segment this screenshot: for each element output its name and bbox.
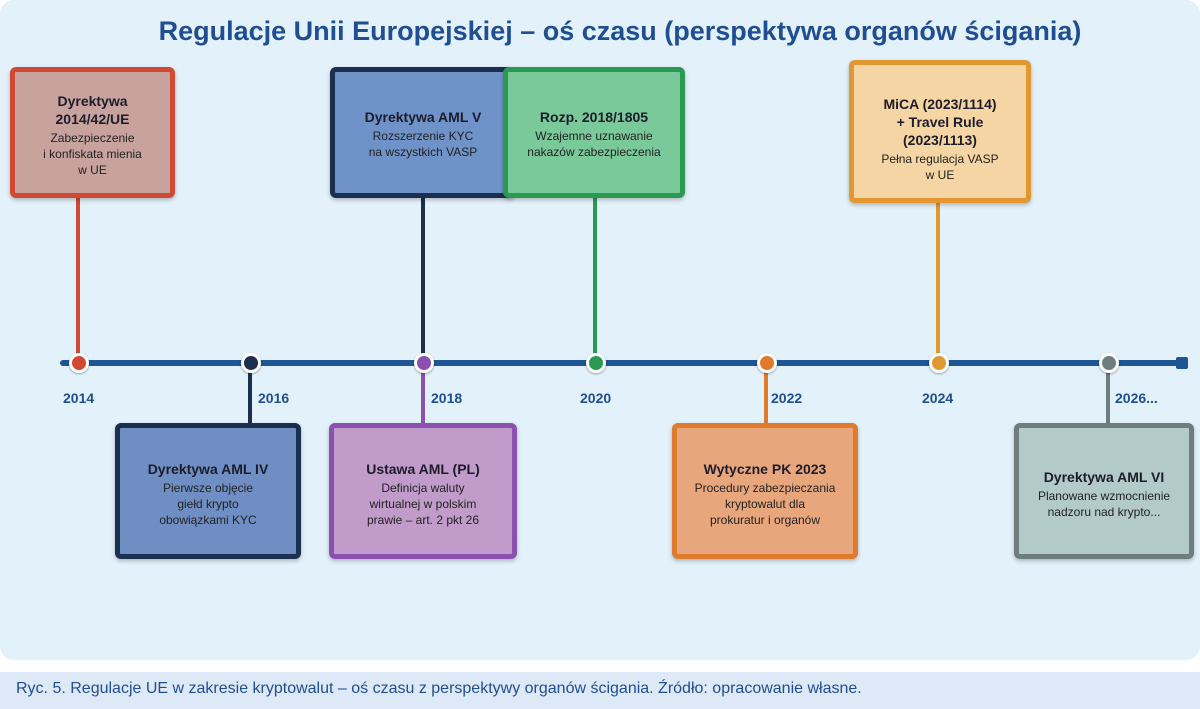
stem-2018-below bbox=[421, 365, 425, 425]
event-box-rozp-2018-1805: Rozp. 2018/1805 Wzajemne uznawanie nakaz… bbox=[503, 67, 685, 198]
event-title: Rozp. 2018/1805 bbox=[539, 109, 649, 125]
year-label-2018: 2018 bbox=[431, 390, 463, 406]
event-description: Planowane wzmocnienie nadzoru nad krypto… bbox=[1037, 489, 1171, 519]
timeline-dot-2020 bbox=[586, 353, 606, 373]
stem-2022 bbox=[764, 365, 768, 425]
event-description: Zabezpieczenie i konfiskata mienia w UE bbox=[43, 131, 142, 177]
event-title: Wytyczne PK 2023 bbox=[703, 461, 827, 477]
year-label-2026: 2026... bbox=[1115, 390, 1158, 406]
stem-2014 bbox=[76, 195, 80, 365]
event-box-mica: MiCA (2023/1114) + Travel Rule (2023/111… bbox=[849, 60, 1031, 203]
event-title: Dyrektywa AML VI bbox=[1043, 469, 1165, 485]
event-box-ustawa-aml-pl: Ustawa AML (PL) Definicja waluty wirtual… bbox=[329, 423, 517, 559]
diagram-title: Regulacje Unii Europejskiej – oś czasu (… bbox=[158, 16, 1082, 46]
event-title: MiCA (2023/1114) + Travel Rule (2023/111… bbox=[883, 96, 997, 148]
year-label-2024: 2024 bbox=[922, 390, 954, 406]
event-box-dyrektywa-2014-42: Dyrektywa 2014/42/UE Zabezpieczenie i ko… bbox=[10, 67, 175, 198]
event-box-aml-vi: Dyrektywa AML VI Planowane wzmocnienie n… bbox=[1014, 423, 1194, 559]
timeline-arrow-end bbox=[1176, 357, 1188, 369]
year-label-2014: 2014 bbox=[63, 390, 95, 406]
event-box-aml-v: Dyrektywa AML V Rozszerzenie KYC na wszy… bbox=[330, 67, 516, 198]
timeline-dot-2026 bbox=[1099, 353, 1119, 373]
timeline-dot-2022 bbox=[757, 353, 777, 373]
stem-2026 bbox=[1106, 365, 1110, 425]
year-label-2022: 2022 bbox=[771, 390, 803, 406]
timeline-dot-2024 bbox=[929, 353, 949, 373]
year-label-2020: 2020 bbox=[580, 390, 612, 406]
event-title: Dyrektywa AML V bbox=[364, 109, 482, 125]
event-description: Pierwsze objęcie giełd krypto obowiązkam… bbox=[159, 481, 257, 527]
timeline-dot-2014 bbox=[69, 353, 89, 373]
stem-2018-above bbox=[421, 195, 425, 365]
event-description: Rozszerzenie KYC na wszystkich VASP bbox=[368, 129, 478, 159]
stem-2024 bbox=[936, 200, 940, 365]
year-label-2016: 2016 bbox=[258, 390, 290, 406]
timeline-axis bbox=[60, 360, 1180, 366]
event-title: Dyrektywa AML IV bbox=[147, 461, 269, 477]
event-title: Ustawa AML (PL) bbox=[366, 461, 480, 477]
event-description: Definicja waluty wirtualnej w polskim pr… bbox=[366, 481, 480, 527]
event-box-wytyczne-pk-2023: Wytyczne PK 2023 Procedury zabezpieczani… bbox=[672, 423, 858, 559]
event-description: Procedury zabezpieczania kryptowalut dla… bbox=[694, 481, 836, 527]
event-title: Dyrektywa 2014/42/UE bbox=[55, 93, 130, 127]
diagram-panel: Regulacje Unii Europejskiej – oś czasu (… bbox=[0, 0, 1200, 660]
timeline-dot-2016 bbox=[241, 353, 261, 373]
timeline-dot-2018 bbox=[414, 353, 434, 373]
event-description: Pełna regulacja VASP w UE bbox=[881, 152, 999, 182]
event-box-aml-iv: Dyrektywa AML IV Pierwsze objęcie giełd … bbox=[115, 423, 301, 559]
figure-caption: Ryc. 5. Regulacje UE w zakresie kryptowa… bbox=[16, 680, 862, 697]
stem-2016 bbox=[248, 365, 252, 425]
event-description: Wzajemne uznawanie nakazów zabezpieczeni… bbox=[527, 129, 661, 159]
figure-caption-bar: Ryc. 5. Regulacje UE w zakresie kryptowa… bbox=[0, 672, 1200, 709]
stem-2020 bbox=[593, 195, 597, 365]
